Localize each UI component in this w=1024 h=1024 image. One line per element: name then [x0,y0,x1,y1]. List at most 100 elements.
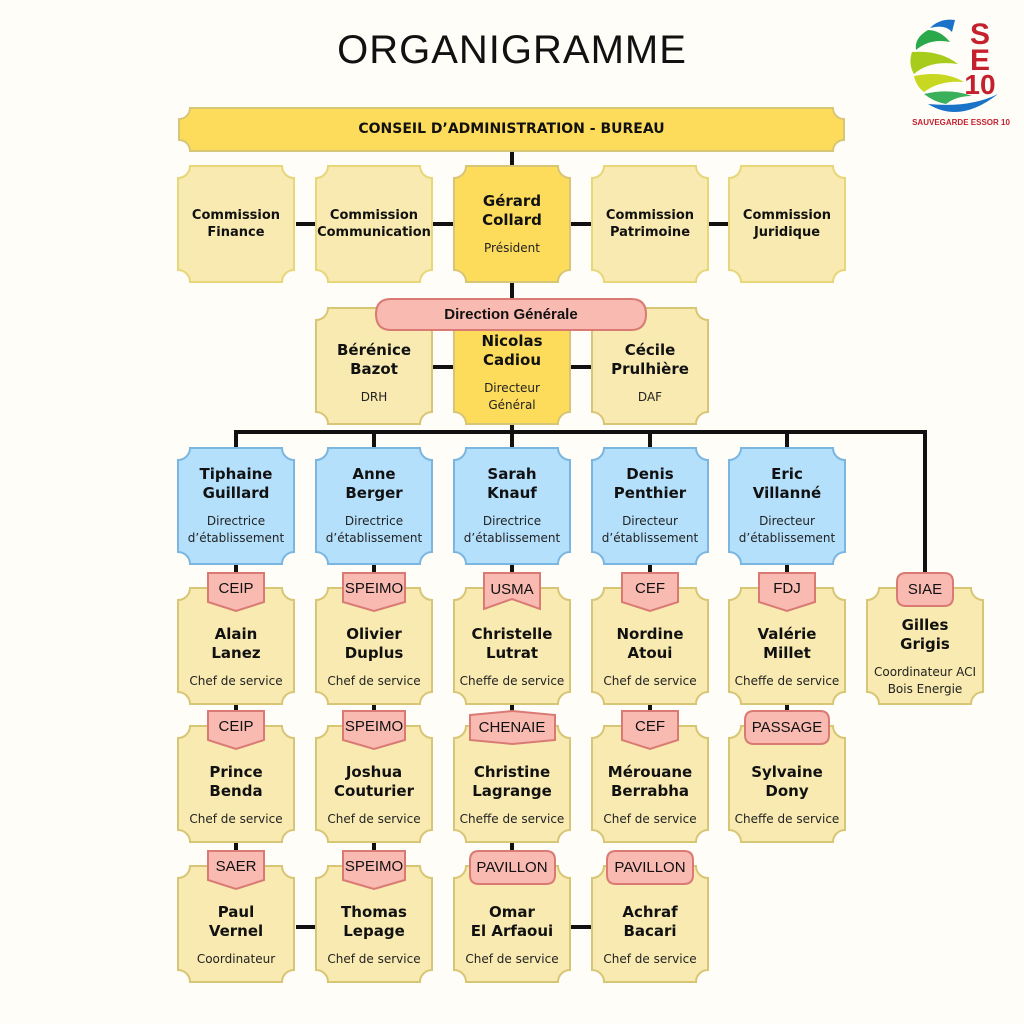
connector-line [571,365,591,369]
commission-label: Commission Patrimoine [605,208,695,240]
tag-label: CEIP [218,717,254,735]
connector-line [571,925,591,929]
person-role: DRH [360,389,388,404]
person-name: Tiphaine Guillard [199,465,273,502]
establishment-tag: SPEIMO [342,850,406,891]
tag-label: USMA [490,581,534,598]
logo-globe-icon: S E 10 [910,18,998,112]
connector-line [510,843,514,855]
commission-label: Commission Juridique [742,208,832,240]
person-name: Sarah Knauf [487,465,537,502]
connector-line [648,432,652,448]
connector-line [785,705,789,714]
person-role: Coordinateur ACI Bois Energie [873,665,977,696]
person-role: Coordinateur [196,951,276,966]
tag-label: PAVILLON [614,859,686,876]
person-role: Directeur d’établissement [738,514,836,545]
connector-line [433,222,453,226]
person-name: Christine Lagrange [472,762,552,800]
connector-line [510,283,514,299]
connector-line [571,222,591,226]
tag-label: SAER [215,857,257,875]
person-name: Achraf Bacari [622,902,678,940]
person-role: DAF [637,389,663,404]
person-role: Cheffe de service [459,811,565,826]
establishment-tag: CEF [621,710,679,751]
connector-line [372,705,376,714]
tag-label: CEIP [218,579,254,597]
svg-text:S: S [970,18,990,51]
tag-label: SPEIMO [344,857,404,875]
connector-line [234,430,927,434]
establishment-tag: SAER [207,850,265,891]
establishment-tag: CEIP [207,572,265,613]
person-role: Chef de service [327,811,421,826]
establishment-tag: CEF [621,572,679,613]
commission-card[interactable]: Commission Communication [315,165,433,283]
person-name: Christelle Lutrat [471,624,553,662]
commission-card[interactable]: Commission Juridique [728,165,846,283]
connector-line [372,565,376,574]
tag-label: CEF [635,717,665,735]
connector-line [709,222,729,226]
person-role: Cheffe de service [734,811,840,826]
establishment-tag: SIAE [896,572,954,607]
establishment-tag: CHENAIE [468,710,556,746]
logo: S E 10 SAUVEGARDE ESSOR 10 [900,8,1020,128]
commission-card[interactable]: Commission Finance [177,165,295,283]
connector-line [372,432,376,448]
connector-line [372,843,376,855]
establishment-tag: FDJ [758,572,816,613]
connector-line [785,565,789,574]
page-title: ORGANIGRAMME [337,28,687,72]
person-role: Chef de service [327,673,421,688]
person-name: Olivier Duplus [344,624,404,662]
person-role: Directeur Général [484,381,540,412]
connector-line [510,565,514,574]
person-role: Directeur d’établissement [601,514,699,545]
board-label: CONSEIL D’ADMINISTRATION - BUREAU [358,121,665,137]
person-role: Directrice d’établissement [463,514,561,545]
person-role: Chef de service [603,811,697,826]
connector-line [296,925,316,929]
person-role: Chef de service [603,951,697,966]
person-role: Directrice d’établissement [187,514,285,545]
board-banner[interactable]: CONSEIL D’ADMINISTRATION - BUREAU [178,107,845,152]
person-name: Bérénice Bazot [336,340,412,378]
establishment-tag: SPEIMO [342,710,406,751]
person-role: Chef de service [189,673,283,688]
person-name: Gérard Collard [482,191,542,229]
person-role: Chef de service [327,951,421,966]
person-name: Nordine Atoui [616,624,684,662]
commission-card[interactable]: Commission Patrimoine [591,165,709,283]
person-name: Nicolas Cadiou [481,332,543,369]
person-name: Joshua Couturier [334,762,414,800]
connector-line [234,432,238,448]
commission-label: Commission Finance [191,208,281,240]
connector-line [510,150,514,166]
